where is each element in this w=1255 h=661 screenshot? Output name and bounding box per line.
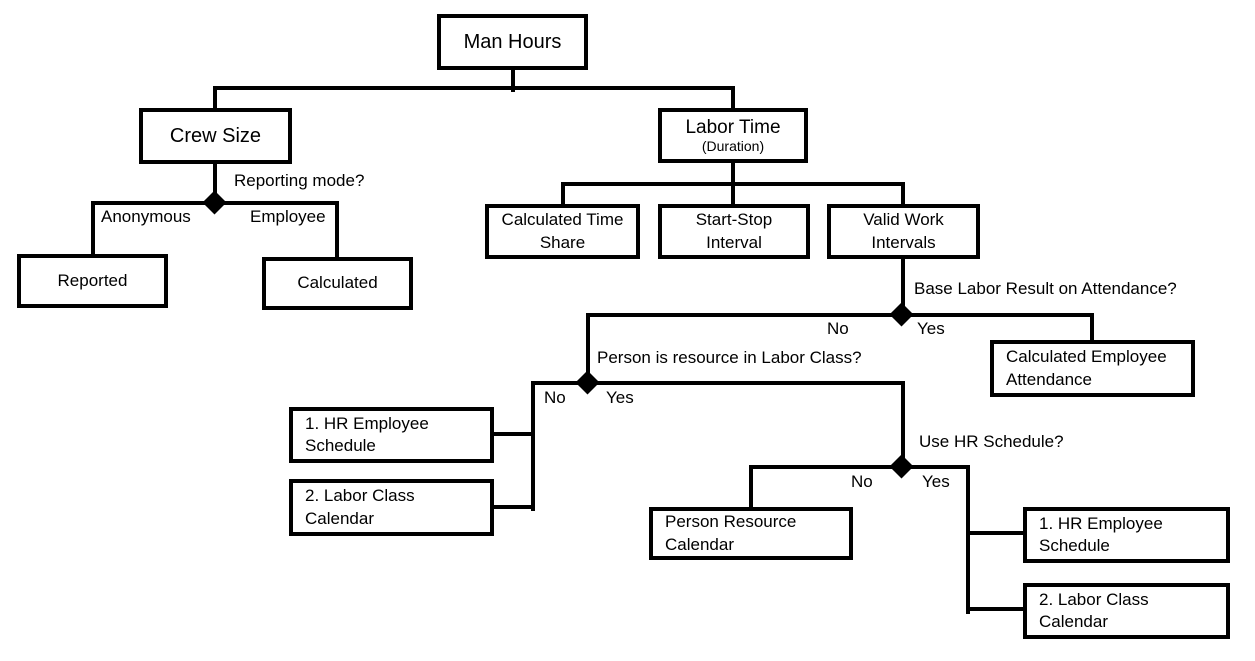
node-calculated-time-share: Calculated Time Share — [485, 204, 640, 259]
connector-to-person-resource-calendar — [749, 465, 753, 511]
branch-label-person-resource-yes: Yes — [606, 388, 634, 407]
branch-label-use-hr-yes: Yes — [922, 472, 950, 491]
branch-label-employee: Employee — [250, 207, 326, 226]
branch-label-attendance-yes: Yes — [917, 319, 945, 338]
node-calculated: Calculated — [262, 257, 413, 310]
node-valid-work-intervals: Valid Work Intervals — [827, 204, 980, 259]
decision-diamond-base-labor-on-attendance — [889, 302, 914, 327]
node-labor-time-sublabel: (Duration) — [701, 138, 765, 155]
connector-pir-yes-horizontal — [586, 381, 905, 385]
connector-man-hours-stub — [511, 68, 515, 92]
decision-diamond-use-hr-schedule — [889, 454, 914, 479]
node-labor-class-calendar-right: 2. Labor Class Calendar — [1023, 583, 1230, 639]
branch-label-use-hr-no: No — [851, 472, 873, 491]
node-man-hours: Man Hours — [437, 14, 588, 70]
node-crew-size: Crew Size — [139, 108, 292, 164]
node-hr-employee-schedule-left: 1. HR Employee Schedule — [289, 407, 494, 463]
connector-root-horizontal — [213, 86, 735, 90]
connector-labor-time-stub — [731, 161, 735, 186]
connector-to-reported — [91, 201, 95, 258]
node-person-resource-calendar: Person Resource Calendar — [649, 507, 853, 560]
connector-stub-labor-class-left — [492, 505, 535, 509]
question-label-base-labor-on-attendance: Base Labor Result on Attendance? — [914, 279, 1177, 298]
branch-label-attendance-no: No — [827, 319, 849, 338]
connector-to-person-resource-diamond — [586, 315, 590, 378]
node-labor-time-label: Labor Time — [685, 117, 781, 139]
connector-stub-hr-schedule-right — [966, 531, 1027, 535]
connector-attendance-branches — [586, 313, 1094, 317]
question-label-person-is-resource: Person is resource in Labor Class? — [597, 348, 862, 367]
connector-to-labor-time — [731, 86, 735, 112]
connector-to-use-hr-diamond — [901, 383, 905, 462]
branch-label-anonymous: Anonymous — [101, 207, 191, 226]
connector-to-start-stop-interval — [731, 182, 735, 208]
connector-uhs-yes-horizontal — [901, 465, 970, 469]
connector-to-calc-employee-attendance — [1090, 313, 1094, 344]
connector-to-valid-work-intervals — [901, 182, 905, 208]
node-hr-employee-schedule-right: 1. HR Employee Schedule — [1023, 507, 1230, 563]
connector-to-calculated — [335, 201, 339, 261]
decision-diamond-reporting-mode — [202, 190, 227, 215]
connector-vwi-to-diamond — [901, 257, 905, 310]
branch-label-person-resource-no: No — [544, 388, 566, 407]
node-calculated-employee-attendance: Calculated Employee Attendance — [990, 340, 1195, 397]
node-labor-time: Labor Time (Duration) — [658, 108, 808, 163]
connector-stub-labor-class-right — [966, 607, 1027, 611]
connector-to-crew-size — [213, 86, 217, 112]
connector-to-calculated-time-share — [561, 182, 565, 208]
connector-uhs-yes-bracket — [966, 465, 970, 614]
node-labor-class-calendar-left: 2. Labor Class Calendar — [289, 479, 494, 536]
connector-crew-size-to-diamond — [213, 162, 217, 200]
connector-pir-no-horizontal — [531, 381, 592, 385]
node-start-stop-interval: Start-Stop Interval — [658, 204, 810, 259]
connector-pir-no-bracket — [531, 381, 535, 511]
question-label-use-hr-schedule: Use HR Schedule? — [919, 432, 1064, 451]
decision-diamond-person-is-resource — [575, 370, 600, 395]
node-reported: Reported — [17, 254, 168, 308]
connector-uhs-no-horizontal — [749, 465, 905, 469]
question-label-reporting-mode: Reporting mode? — [234, 171, 365, 190]
connector-stub-hr-schedule-left — [492, 432, 535, 436]
